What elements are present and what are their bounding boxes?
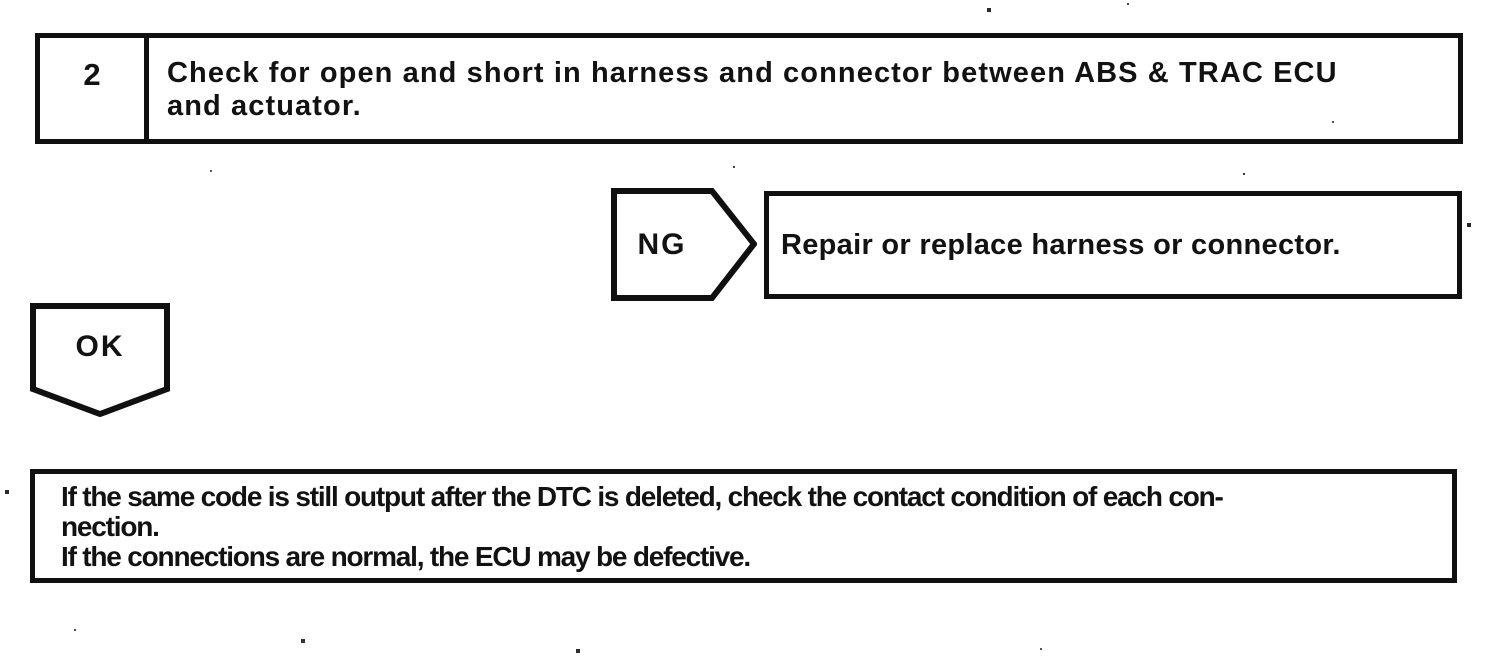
- ok-connector: OK: [30, 303, 170, 417]
- step-instruction-line1: Check for open and short in harness and …: [167, 57, 1338, 89]
- ng-action-text: Repair or replace harness or connector.: [781, 228, 1341, 261]
- scan-noise-specks: [0, 0, 2, 2]
- ng-pentagon-icon: [611, 188, 757, 301]
- ng-action-box: Repair or replace harness or connector.: [764, 191, 1462, 299]
- result-line1: If the same code is still output after t…: [61, 481, 1224, 512]
- step-instruction: Check for open and short in harness and …: [149, 38, 1338, 139]
- step-box: 2 Check for open and short in harness an…: [35, 33, 1463, 144]
- step-number: 2: [40, 38, 149, 139]
- ok-label: OK: [75, 330, 125, 363]
- step-instruction-line2: and actuator.: [167, 90, 362, 122]
- ok-pentagon-icon: [30, 303, 170, 417]
- result-line3: If the connections are normal, the ECU m…: [61, 541, 751, 572]
- result-box: If the same code is still output after t…: [30, 469, 1457, 583]
- ng-connector: NG: [611, 188, 757, 301]
- result-line2: nection.: [61, 511, 160, 542]
- ng-label: NG: [637, 227, 687, 261]
